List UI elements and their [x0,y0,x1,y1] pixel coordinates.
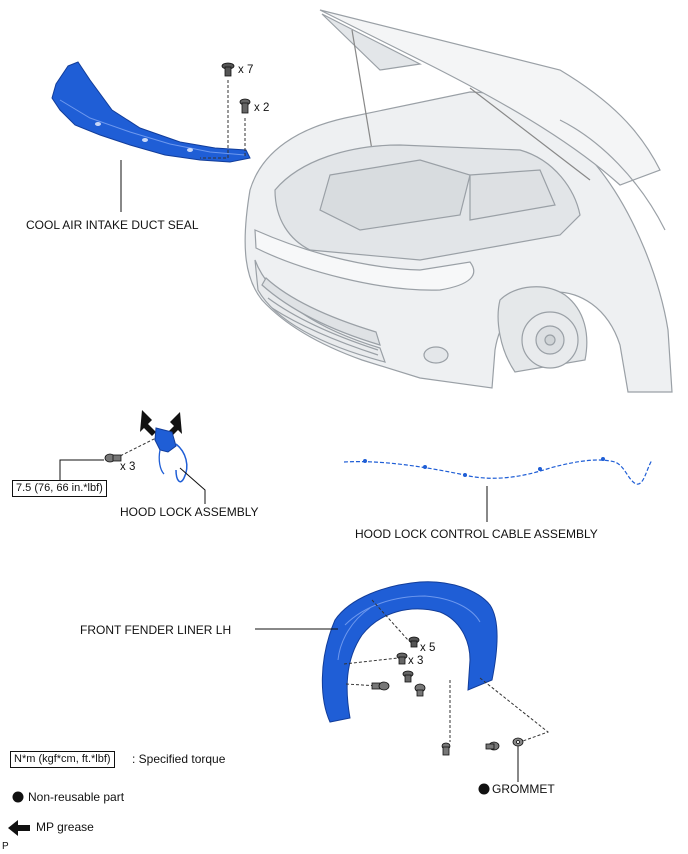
grommet-icon [512,737,524,747]
duct-clip-dashed-line [200,80,229,159]
mp-grease-legend-arrow-icon [8,820,30,836]
duct-clip-count: x 7 [238,64,254,76]
non-reusable-legend-text: Non-reusable part [28,790,125,804]
liner-clip-count: x 5 [420,642,436,654]
hood-lock-torque-box: 7.5 (76, 66 in.*lbf) [12,480,107,497]
hood-lock-assembly-part [154,427,188,483]
screw-icon [396,652,414,683]
hood-lock-bolt-dashed-line [115,437,157,459]
torque-legend-text: : Specified torque [132,752,226,766]
mp-grease-legend-text: MP grease [36,820,94,834]
grommet-non-reusable-dot-icon [478,783,490,795]
hood-lock-control-cable-part [343,457,653,485]
hood-lock-control-cable-label: HOOD LOCK CONTROL CABLE ASSEMBLY [355,527,598,541]
hood-lock-assembly-label: HOOD LOCK ASSEMBLY [120,505,259,519]
corner-mark: P [2,841,9,852]
grommet-label: GROMMET [492,782,555,796]
hood-lock-bolt-count: x 3 [120,461,136,473]
non-reusable-dot-icon [12,791,24,803]
liner-screw-count: x 3 [408,655,424,667]
bolt-icon [371,681,500,756]
clip-icon [408,636,420,648]
duct-screw-count: x 2 [254,102,270,114]
clip-icon [221,62,235,77]
hood-lock-leader-line [179,467,206,504]
cool-air-intake-duct-seal-label: COOL AIR INTAKE DUCT SEAL [26,218,199,232]
torque-leader-line [59,459,104,480]
front-fender-liner-label: FRONT FENDER LINER LH [80,623,232,637]
cool-air-intake-duct-seal-part [51,61,251,163]
torque-unit-legend-box: N*m (kgf*cm, ft.*lbf) [10,751,115,768]
screw-icon [239,98,251,114]
front-fender-liner-part [321,581,498,723]
bolt-icon [104,453,122,463]
car-illustration [244,9,673,393]
